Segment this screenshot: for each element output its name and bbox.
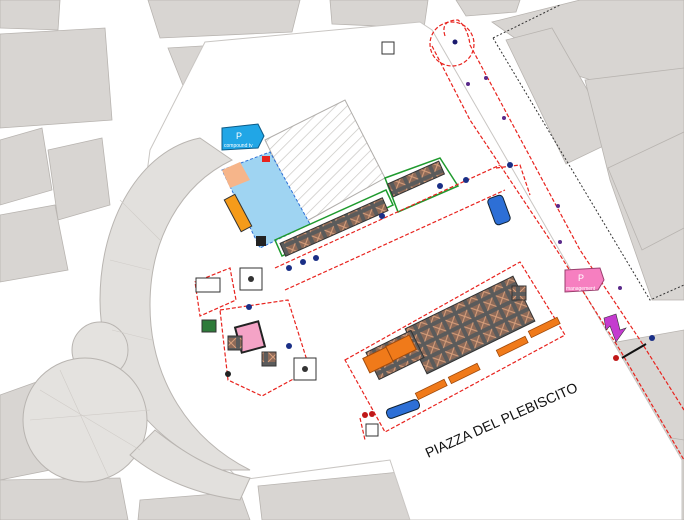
- dotted-boundary: [492, 4, 684, 301]
- truck-row-main: [362, 275, 536, 381]
- tent-structures: [274, 157, 460, 258]
- blue-truck: [487, 194, 511, 226]
- security-staff: [225, 162, 655, 418]
- parking-management-label: management: [566, 286, 596, 292]
- parking-compound-symbol: P: [236, 131, 242, 141]
- orange-barriers: [414, 316, 561, 401]
- parking-compound-label: compound tv: [224, 143, 253, 149]
- parking-management: P management: [564, 267, 605, 293]
- orange-office-unit: [385, 334, 417, 362]
- traffic-markers: [466, 76, 622, 290]
- roundabout: [429, 21, 475, 67]
- parking-compound: P compound tv: [221, 123, 265, 151]
- square-markers: [195, 41, 395, 437]
- truck-row-top: [279, 160, 446, 257]
- entrance-arrow-icon: [603, 313, 627, 343]
- blue-truck: [385, 399, 421, 419]
- parking-management-symbol: P: [578, 273, 584, 283]
- security-perimeter: [194, 19, 684, 461]
- orange-generator-unit: [223, 193, 253, 233]
- colonnade: [22, 137, 251, 501]
